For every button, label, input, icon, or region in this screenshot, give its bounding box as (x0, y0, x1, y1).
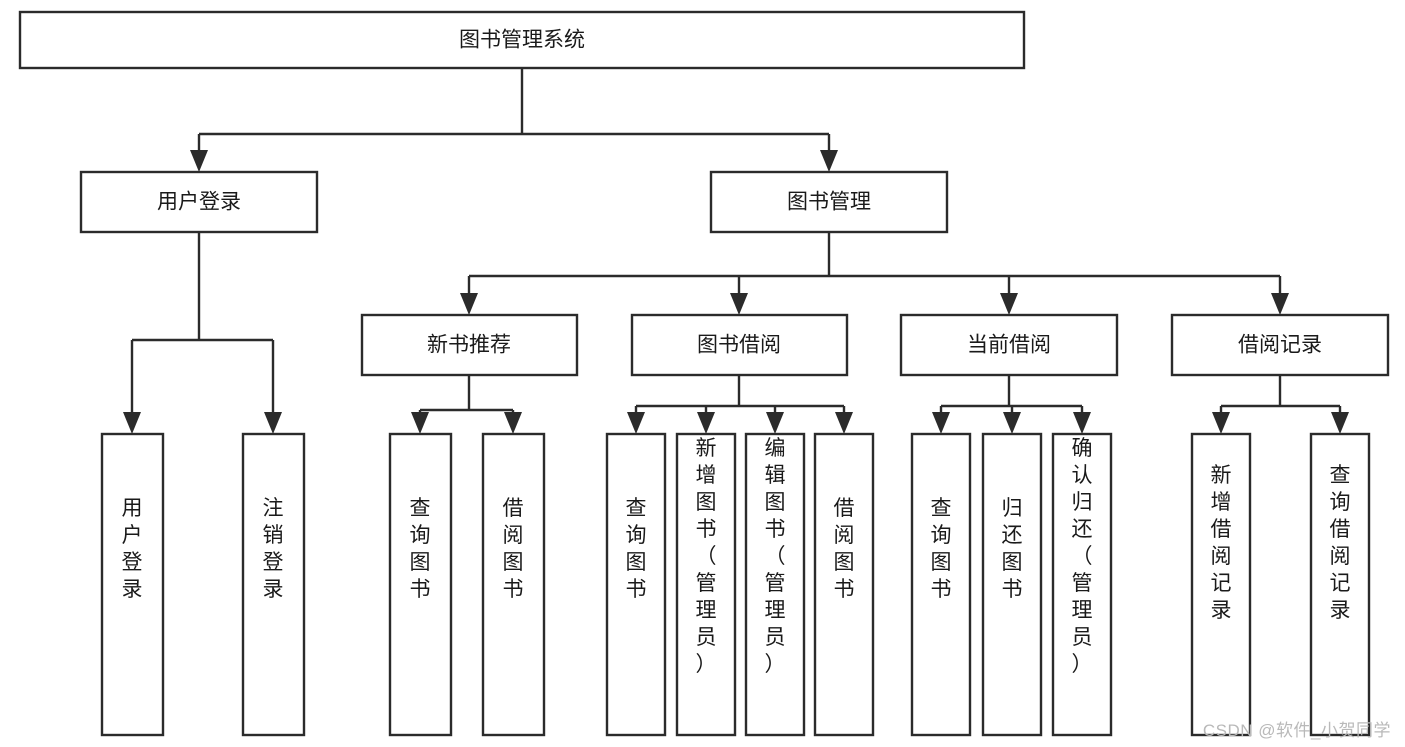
leaf-query-book-recommend[interactable]: 查询图书 (388, 432, 453, 737)
leaf-borrow-book-recommend-label: 借阅图书 (503, 497, 524, 601)
leaf-user-logout-label: 注销登录 (263, 497, 284, 601)
node-book-borrow-box[interactable] (630, 313, 849, 377)
leaf-query-borrow-record-label: 查询借阅记录 (1330, 464, 1351, 622)
leaf-user-login-box[interactable] (100, 432, 165, 737)
node-book-management-label: 图书管理 (787, 191, 871, 214)
leaf-add-book-admin-label: 新增图书（管理员） (696, 437, 717, 676)
leaf-query-book-current[interactable]: 查询图书 (910, 432, 972, 737)
leaf-borrow-book-box[interactable] (813, 432, 875, 737)
leaf-add-borrow-record-box[interactable] (1190, 432, 1252, 737)
arrowhead-leaf-query-book-recommend (411, 412, 429, 434)
leaf-query-book-current-box[interactable] (910, 432, 972, 737)
leaf-add-borrow-record[interactable]: 新增借阅记录 (1190, 432, 1252, 737)
leaf-query-book-borrow-label: 查询图书 (626, 497, 647, 601)
leaf-query-borrow-record[interactable]: 查询借阅记录 (1309, 432, 1371, 737)
arrowhead-leaf-user-logout (264, 412, 282, 434)
arrowhead-leaf-query-borrow-record (1331, 412, 1349, 434)
leaf-add-book-admin[interactable]: 新增图书（管理员） (675, 432, 737, 737)
leaf-confirm-return-admin[interactable]: 确认归还（管理员） (1051, 432, 1113, 737)
node-root-label: 图书管理系统 (459, 29, 585, 52)
arrowhead-leaf-query-book-borrow (627, 412, 645, 434)
connector-bookmgmt-bus (467, 232, 1282, 301)
arrowhead-leaf-confirm-return-admin (1073, 412, 1091, 434)
leaf-query-borrow-record-box[interactable] (1309, 432, 1371, 737)
arrowhead-book-borrow (730, 293, 748, 315)
connector-userlogin-bus (130, 232, 275, 420)
leaf-borrow-book-label: 借阅图书 (834, 497, 855, 601)
leaf-edit-book-admin-label: 编辑图书（管理员） (765, 437, 786, 676)
node-book-management-box[interactable] (709, 170, 949, 234)
arrowhead-leaf-query-book-current (932, 412, 950, 434)
node-book-management[interactable]: 图书管理 (709, 170, 949, 234)
connectors-layer (123, 68, 1349, 434)
leaf-edit-book-admin[interactable]: 编辑图书（管理员） (744, 432, 806, 737)
arrowhead-leaf-borrow-book (835, 412, 853, 434)
node-root-box[interactable] (18, 10, 1026, 70)
leaf-query-book-borrow-box[interactable] (605, 432, 667, 737)
node-book-borrow[interactable]: 图书借阅 (630, 313, 849, 377)
leaf-query-book-current-label: 查询图书 (931, 497, 952, 601)
node-new-book-recommend-box[interactable] (360, 313, 579, 377)
leaf-confirm-return-admin-label: 确认归还（管理员） (1072, 437, 1093, 676)
arrowhead-book-management (820, 150, 838, 172)
arrowhead-borrow-record (1271, 293, 1289, 315)
connector-newbook-bus (418, 375, 515, 420)
leaf-return-book[interactable]: 归还图书 (981, 432, 1043, 737)
node-borrow-record[interactable]: 借阅记录 (1170, 313, 1390, 377)
leaf-return-book-label: 归还图书 (1002, 497, 1023, 601)
node-borrow-record-label: 借阅记录 (1238, 334, 1322, 357)
arrowhead-new-book-recommend (460, 293, 478, 315)
leaf-user-login-label: 用户登录 (122, 497, 143, 601)
node-book-borrow-label: 图书借阅 (697, 334, 781, 357)
leaf-user-logout-box[interactable] (241, 432, 306, 737)
arrowhead-leaf-add-borrow-record (1212, 412, 1230, 434)
leaf-return-book-box[interactable] (981, 432, 1043, 737)
node-current-borrow-box[interactable] (899, 313, 1119, 377)
arrowhead-leaf-edit-book-admin (766, 412, 784, 434)
arrowhead-user-login (190, 150, 208, 172)
leaf-edit-book-admin-box[interactable] (744, 432, 806, 737)
arrowhead-leaf-add-book-admin (697, 412, 715, 434)
leaf-confirm-return-admin-box[interactable] (1051, 432, 1113, 737)
connector-bookborrow-bus (634, 375, 846, 420)
node-borrow-record-box[interactable] (1170, 313, 1390, 377)
node-current-borrow[interactable]: 当前借阅 (899, 313, 1119, 377)
leaf-borrow-book-recommend[interactable]: 借阅图书 (481, 432, 546, 737)
node-root[interactable]: 图书管理系统 (18, 10, 1026, 70)
node-new-book-recommend-label: 新书推荐 (427, 334, 511, 357)
leaf-query-book-recommend-box[interactable] (388, 432, 453, 737)
node-current-borrow-label: 当前借阅 (967, 334, 1051, 357)
csdn-watermark: CSDN @软件_小贺同学 (1202, 721, 1391, 740)
leaf-borrow-book-recommend-box[interactable] (481, 432, 546, 737)
leaf-query-book-borrow[interactable]: 查询图书 (605, 432, 667, 737)
arrowhead-leaf-borrow-book-recommend (504, 412, 522, 434)
node-user-login-box[interactable] (79, 170, 319, 234)
leaf-user-login[interactable]: 用户登录 (100, 432, 165, 737)
connector-root-bus (197, 68, 831, 158)
arrowhead-leaf-user-login (123, 412, 141, 434)
leaf-add-book-admin-box[interactable] (675, 432, 737, 737)
connector-borrowrecord-bus (1219, 375, 1342, 420)
arrowhead-leaf-return-book (1003, 412, 1021, 434)
leaf-borrow-book[interactable]: 借阅图书 (813, 432, 875, 737)
leaf-user-logout[interactable]: 注销登录 (241, 432, 306, 737)
node-user-login-label: 用户登录 (157, 191, 241, 214)
arrowhead-current-borrow (1000, 293, 1018, 315)
node-user-login[interactable]: 用户登录 (79, 170, 319, 234)
leaf-query-book-recommend-label: 查询图书 (410, 497, 431, 601)
leaf-add-borrow-record-label: 新增借阅记录 (1211, 464, 1232, 622)
node-new-book-recommend[interactable]: 新书推荐 (360, 313, 579, 377)
